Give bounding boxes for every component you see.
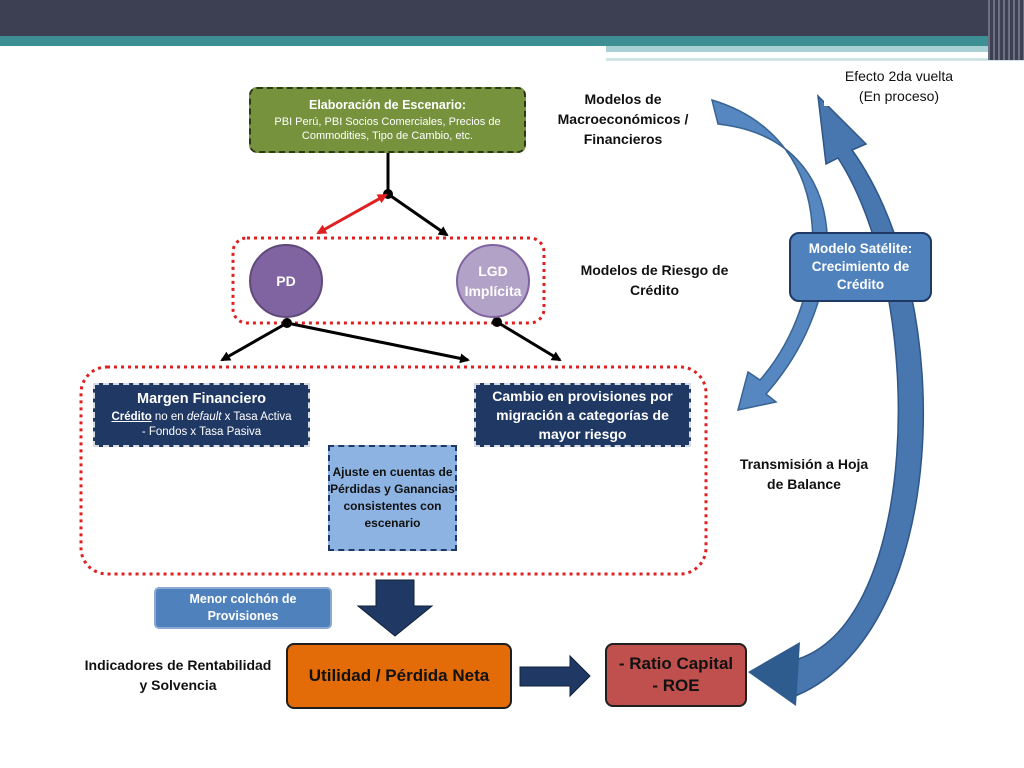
financial-margin-credito: Crédito [111, 410, 152, 423]
lgd-node: LGD Implícita [456, 244, 530, 318]
financial-margin-line2: Crédito no en default x Tasa Activa [111, 410, 291, 425]
balance-container [79, 365, 708, 576]
financial-margin-line3: - Fondos x Tasa Pasiva [141, 425, 262, 438]
lgd-line1: LGD [478, 263, 508, 279]
financial-margin-default: default [186, 410, 222, 423]
pd-node: PD [249, 244, 323, 318]
credit-risk-container [231, 236, 546, 325]
pl-adjustment-box: Ajuste en cuentas de Pérdidas y Ganancia… [328, 445, 457, 551]
second-round-effect-label: Efecto 2da vuelta (En proceso) [824, 66, 974, 106]
second-round-effect-line2: (En proceso) [858, 88, 940, 104]
provisions-change-box: Cambio en provisiones por migración a ca… [474, 383, 691, 447]
financial-margin-no-en: no en [151, 410, 187, 423]
financial-margin-box: Margen Financiero Crédito no en default … [93, 383, 310, 447]
macro-to-balance-curve-arrow [710, 98, 828, 411]
header-bar [0, 0, 1024, 36]
scenario-box: Elaboración de Escenario: PBI Perú, PBI … [249, 87, 526, 153]
into-ratio-arrowhead [748, 642, 800, 706]
financial-margin-tasa-activa: x Tasa Activa [221, 410, 292, 423]
macro-models-label: Modelos de Macroeconómicos / Financieros [557, 91, 689, 147]
right-block-arrow [519, 654, 591, 698]
capital-ratio-roe-box: - Ratio Capital - ROE [605, 643, 747, 707]
header-light-stripe [606, 46, 1024, 52]
roe-line: - ROE [652, 676, 700, 695]
financial-margin-title: Margen Financiero [137, 390, 266, 407]
second-round-effect-line1: Efecto 2da vuelta [844, 68, 954, 84]
credit-risk-models-label: Modelos de Riesgo de Crédito [580, 262, 729, 298]
header-teal-stripe [0, 36, 1024, 46]
scenario-subtitle: PBI Perú, PBI Socios Comerciales, Precio… [274, 115, 501, 142]
balance-transmission-label: Transmisión a Hoja de Balance [739, 456, 869, 492]
lower-provisions-buffer-box: Menor colchón de Provisiones [154, 587, 332, 629]
scenario-title: Elaboración de Escenario: [309, 97, 466, 112]
capital-ratio-line: - Ratio Capital [618, 654, 734, 673]
header-corner-stripes [988, 0, 1024, 60]
indicators-label: Indicadores de Rentabilidad y Solvencia [84, 657, 272, 693]
down-block-arrow [356, 579, 434, 637]
header-faint-stripe [606, 58, 1024, 61]
lgd-line2: Implícita [464, 283, 522, 299]
net-income-box: Utilidad / Pérdida Neta [286, 643, 512, 709]
satellite-model-box: Modelo Satélite: Crecimiento de Crédito [789, 232, 932, 302]
